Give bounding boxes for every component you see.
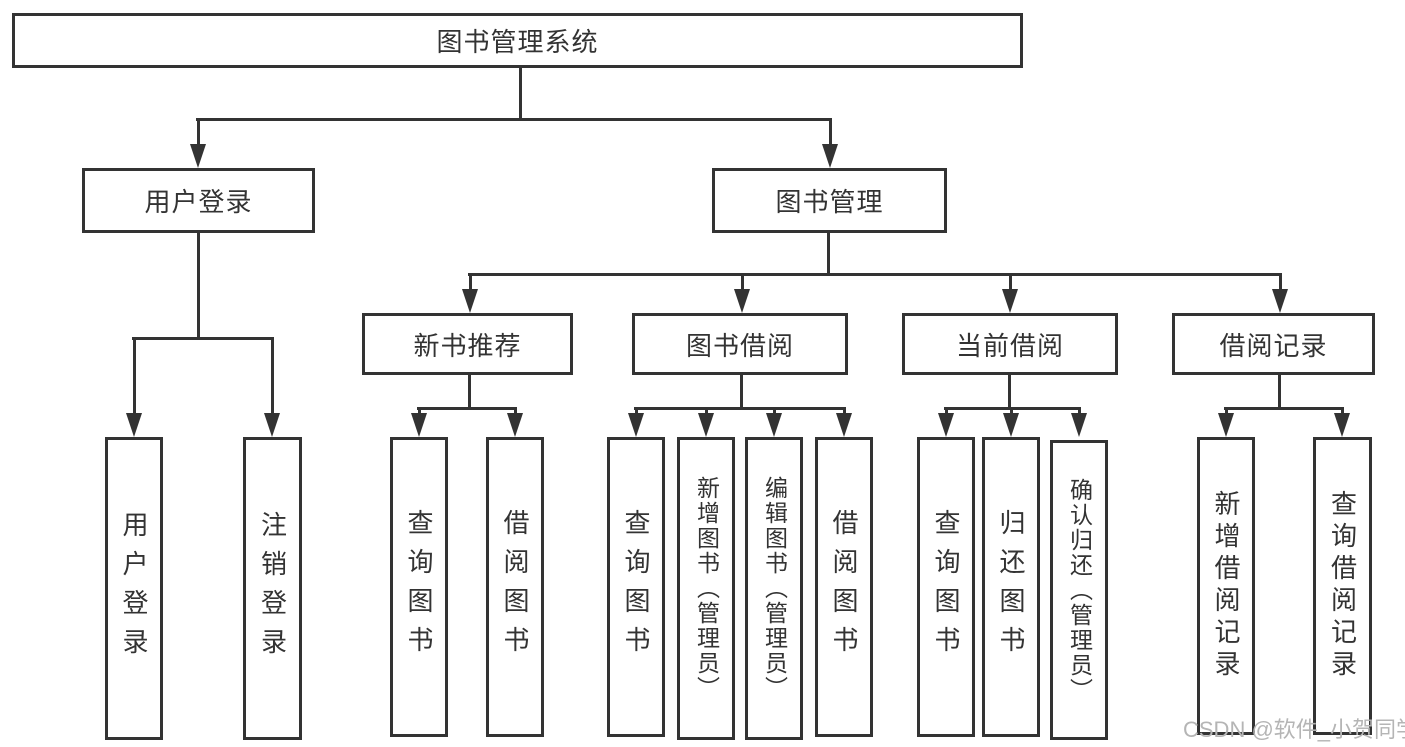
arrow-to-leaf-user-login: [126, 340, 142, 437]
connector-root-stem: [519, 66, 522, 121]
leaf-logout-login: 注销登录: [243, 437, 302, 740]
node-book-management: 图书管理: [712, 168, 947, 233]
arrow-to-current-borrow: [1002, 276, 1018, 313]
node-borrow-records: 借阅记录: [1172, 313, 1375, 375]
arrow-g3-2: [1003, 410, 1019, 437]
arrow-g1-2: [507, 410, 523, 437]
connector-level3-branch: [468, 273, 1282, 276]
connector-g3-branch: [944, 407, 1081, 410]
node-user-login: 用户登录: [82, 168, 315, 233]
arrow-g2-2: [698, 410, 714, 437]
leaf-label: 用户登录: [119, 510, 149, 667]
node-label: 新书推荐: [413, 330, 522, 361]
arrow-g2-3: [766, 410, 782, 437]
arrow-to-user-login: [190, 121, 206, 168]
node-label: 图书管理系统: [436, 27, 599, 57]
leaf-return-books: 归还图书: [982, 437, 1040, 737]
connector-book-mgmt-stem: [827, 231, 830, 276]
connector-g2-branch: [634, 407, 846, 410]
leaf-query-borrow-record: 查询借阅记录: [1313, 437, 1372, 735]
node-book-borrow: 图书借阅: [632, 313, 848, 375]
leaf-label: 借阅图书: [829, 509, 859, 665]
leaf-label: 新增借阅记录: [1211, 490, 1241, 682]
arrow-to-book-borrow: [734, 276, 750, 313]
leaf-label: 编辑图书（管理员）: [761, 476, 788, 701]
leaf-query-books-borrow: 查询图书: [607, 437, 665, 737]
node-library-management-system: 图书管理系统: [12, 13, 1023, 68]
connector-user-login-branch: [132, 337, 274, 340]
node-new-book-recommend: 新书推荐: [362, 313, 573, 375]
leaf-label: 查询图书: [404, 509, 434, 665]
connector-g1-stem: [468, 373, 471, 410]
leaf-label: 查询图书: [931, 509, 961, 665]
leaf-confirm-return-admin: 确认归还（管理员）: [1050, 440, 1108, 740]
node-label: 图书管理: [775, 187, 884, 217]
arrow-g2-4: [836, 410, 852, 437]
arrow-to-new-book-recommend: [462, 276, 478, 313]
leaf-label: 新增图书（管理员）: [693, 476, 720, 701]
arrow-g3-3: [1071, 410, 1087, 437]
connector-g4-stem: [1278, 373, 1281, 410]
leaf-query-books-current: 查询图书: [917, 437, 975, 737]
leaf-label: 查询图书: [621, 509, 651, 665]
csdn-watermark: CSDN @软件_小贺同学: [1183, 717, 1405, 742]
leaf-label: 注销登录: [257, 510, 288, 667]
arrow-g3-1: [938, 410, 954, 437]
arrow-g1-1: [411, 410, 427, 437]
connector-level2-branch: [196, 118, 832, 121]
leaf-borrow-books-recommend: 借阅图书: [486, 437, 544, 737]
node-label: 当前借阅: [955, 330, 1064, 361]
arrow-to-leaf-logout: [264, 340, 280, 437]
connector-g1-branch: [417, 407, 517, 410]
arrow-g4-1: [1218, 410, 1234, 437]
connector-user-login-stem: [197, 231, 200, 340]
arrow-g4-2: [1334, 410, 1350, 437]
leaf-edit-book-admin: 编辑图书（管理员）: [745, 437, 803, 740]
leaf-user-login: 用户登录: [105, 437, 163, 740]
connector-g4-branch: [1224, 407, 1344, 410]
arrow-g2-1: [628, 410, 644, 437]
arrow-to-borrow-records: [1272, 276, 1288, 313]
connector-g2-stem: [740, 373, 743, 410]
leaf-query-books-recommend: 查询图书: [390, 437, 448, 737]
arrow-to-book-management: [822, 121, 838, 168]
leaf-label: 归还图书: [996, 509, 1026, 665]
node-label: 图书借阅: [685, 330, 794, 361]
leaf-label: 确认归还（管理员）: [1066, 477, 1093, 703]
node-current-borrow: 当前借阅: [902, 313, 1118, 375]
leaf-label: 借阅图书: [500, 509, 530, 665]
leaf-add-book-admin: 新增图书（管理员）: [677, 437, 735, 740]
leaf-label: 查询借阅记录: [1327, 490, 1358, 682]
leaf-borrow-books-2: 借阅图书: [815, 437, 873, 737]
connector-g3-stem: [1008, 373, 1011, 410]
node-label: 借阅记录: [1219, 330, 1328, 361]
leaf-add-borrow-record: 新增借阅记录: [1197, 437, 1255, 735]
node-label: 用户登录: [144, 187, 253, 217]
